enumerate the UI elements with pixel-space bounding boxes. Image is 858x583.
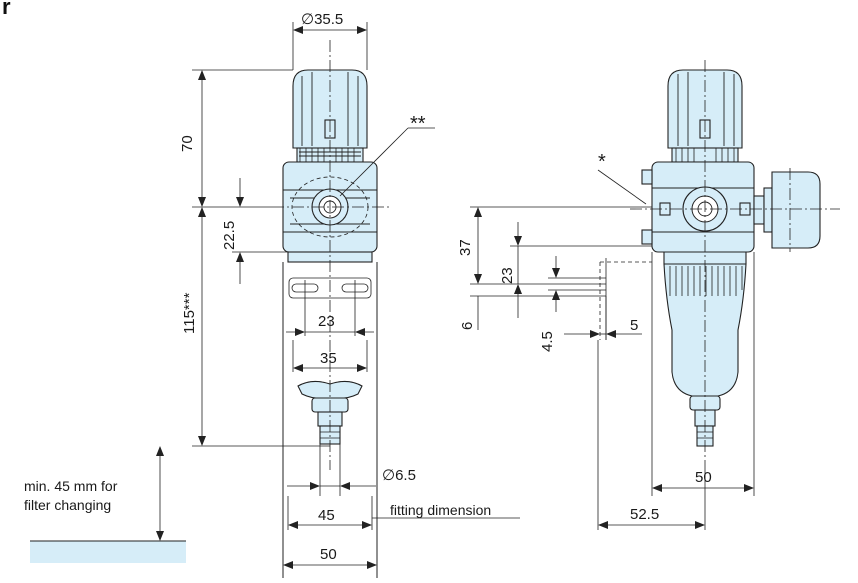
fitting-dimension-label: fitting dimension [390, 502, 491, 518]
dim-side-5: 5 [630, 317, 638, 334]
side-view [599, 60, 840, 460]
side-dimensions: * 37 23 6 4.5 5 50 [457, 151, 755, 530]
dim-side-4-5: 4.5 [539, 331, 556, 352]
dim-side-23: 23 [499, 267, 516, 284]
dim-side-bowl-width: 50 [695, 469, 712, 486]
dim-mount-width: 35 [320, 350, 337, 367]
dim-cap-diameter: ∅35.5 [301, 11, 343, 28]
dim-side-37: 37 [457, 239, 474, 256]
side-body [641, 161, 755, 253]
side-bracket [599, 258, 652, 340]
dim-fitting-width: 45 [318, 507, 335, 524]
clearance-line-1: min. 45 mm for [24, 478, 118, 494]
section-letter: r [2, 0, 11, 19]
dim-body-offset: 22.5 [221, 221, 238, 250]
single-star-note: * [598, 151, 606, 173]
front-view [272, 40, 392, 578]
front-dimensions: ∅35.5 70 22.5 115*** 23 35 ∅6.5 [179, 11, 520, 569]
dim-cap-height: 70 [179, 135, 196, 152]
clearance-note: min. 45 mm for filter changing [24, 446, 186, 563]
dim-hole-spacing: 23 [318, 313, 335, 330]
floor-surface [30, 541, 186, 563]
dim-side-gauge-offset: 52.5 [630, 506, 659, 523]
dim-overall-width: 50 [320, 546, 337, 563]
dim-lower-height: 115*** [181, 292, 198, 334]
side-gauge [753, 171, 821, 249]
double-star-note: ** [410, 113, 426, 135]
clearance-line-2: filter changing [24, 497, 111, 513]
dim-fitting-diameter: ∅6.5 [382, 467, 416, 484]
dim-side-6: 6 [459, 322, 476, 330]
front-bracket [282, 262, 378, 578]
